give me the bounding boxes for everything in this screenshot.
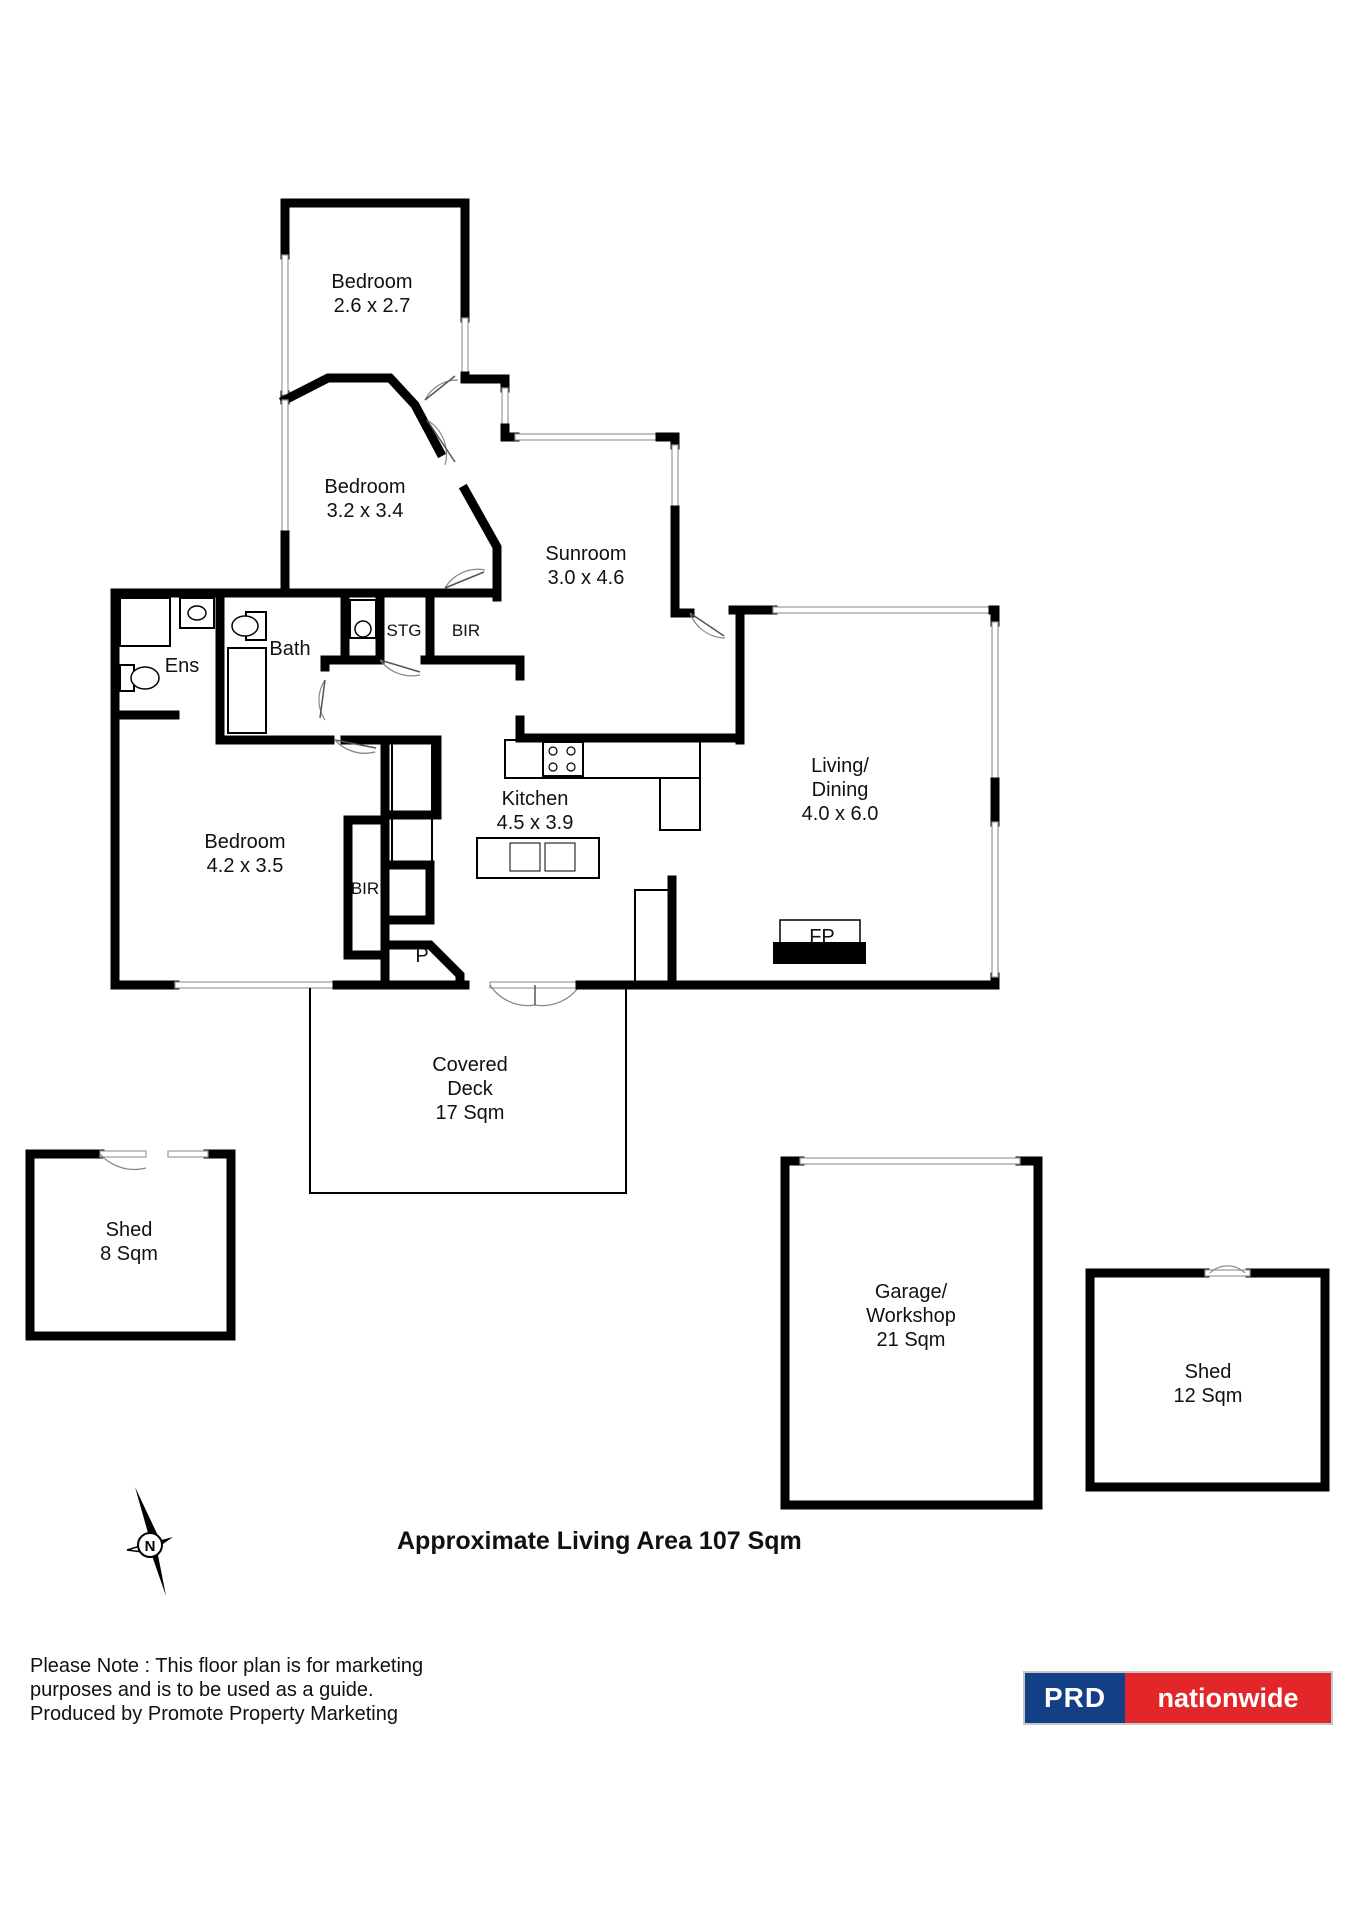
label-bir-top: BIR — [452, 621, 480, 640]
prd-nationwide-logo: PRD nationwide — [1023, 1671, 1333, 1725]
size-bedroom-main: 4.2 x 3.5 — [207, 855, 284, 877]
label-sunroom: Sunroom — [545, 543, 626, 565]
label-stg: STG — [387, 621, 422, 640]
size-living: 4.0 x 6.0 — [802, 803, 879, 825]
room-living-dining — [575, 605, 1000, 990]
area-shed-large: 12 Sqm — [1174, 1385, 1243, 1407]
shower-icon — [119, 597, 171, 647]
compass-icon: N — [126, 1487, 173, 1596]
label-garage-2: Workshop — [866, 1305, 956, 1327]
living-area-title: Approximate Living Area 107 Sqm — [397, 1527, 802, 1555]
label-garage-1: Garage/ — [875, 1281, 948, 1303]
label-bedroom-mid: Bedroom — [324, 476, 405, 498]
basin-icon — [179, 597, 215, 629]
area-shed-small: 8 Sqm — [100, 1243, 158, 1265]
label-shed-small: Shed — [106, 1219, 153, 1241]
label-living-1: Living/ — [811, 755, 869, 777]
room-bedroom-top — [280, 198, 520, 442]
size-bedroom-mid: 3.2 x 3.4 — [327, 500, 404, 522]
logo-prd: PRD — [1025, 1673, 1125, 1723]
disclaimer-note: Please Note : This floor plan is for mar… — [30, 1654, 423, 1726]
size-sunroom: 3.0 x 4.6 — [548, 567, 625, 589]
label-bedroom-top: Bedroom — [331, 271, 412, 293]
note-line-2: purposes and is to be used as a guide. — [30, 1679, 374, 1701]
bathtub-icon — [227, 647, 267, 734]
garage-workshop — [780, 1156, 1043, 1510]
label-bir-left: BIR — [351, 879, 379, 898]
fireplace-hearth — [779, 919, 861, 946]
label-kitchen: Kitchen — [502, 788, 569, 810]
shed-small — [25, 1149, 236, 1341]
shed-large — [1085, 1265, 1330, 1492]
room-kitchen — [380, 715, 745, 1007]
label-deck-1: Covered — [432, 1054, 508, 1076]
label-living-2: Dining — [812, 779, 869, 801]
area-garage: 21 Sqm — [877, 1329, 946, 1351]
area-deck: 17 Sqm — [436, 1102, 505, 1124]
label-bath: Bath — [269, 638, 310, 660]
label-fireplace: FP — [809, 926, 835, 948]
fireplace-icon — [773, 942, 866, 964]
room-bedroom-mid — [278, 373, 502, 602]
note-line-1: Please Note : This floor plan is for mar… — [30, 1655, 424, 1677]
size-kitchen: 4.5 x 3.9 — [497, 812, 574, 834]
wet-areas — [110, 568, 525, 990]
size-bedroom-top: 2.6 x 2.7 — [334, 295, 411, 317]
label-ens: Ens — [165, 655, 199, 677]
label-deck-2: Deck — [447, 1078, 494, 1100]
label-bedroom-main: Bedroom — [204, 831, 285, 853]
label-pantry: P — [415, 945, 428, 967]
note-line-3: Produced by Promote Property Marketing — [30, 1703, 398, 1725]
logo-nationwide: nationwide — [1125, 1673, 1331, 1723]
label-shed-large: Shed — [1185, 1361, 1232, 1383]
compass-label: N — [145, 1538, 156, 1555]
covered-deck — [309, 988, 627, 1194]
